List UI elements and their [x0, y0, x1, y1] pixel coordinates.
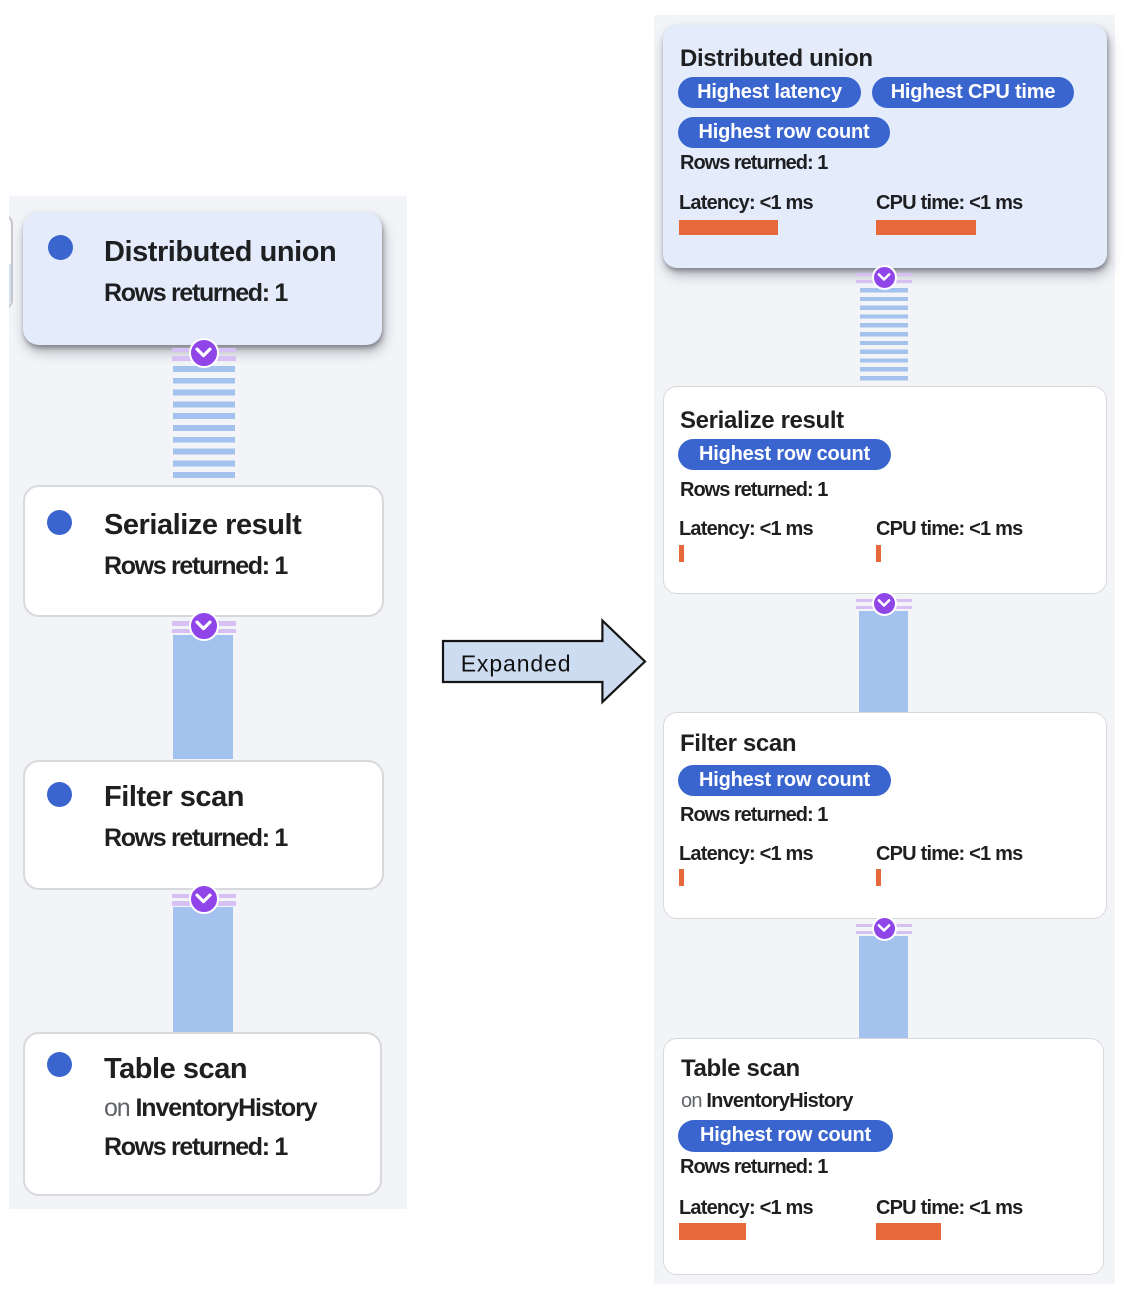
svg-text:Expanded: Expanded	[461, 651, 572, 677]
